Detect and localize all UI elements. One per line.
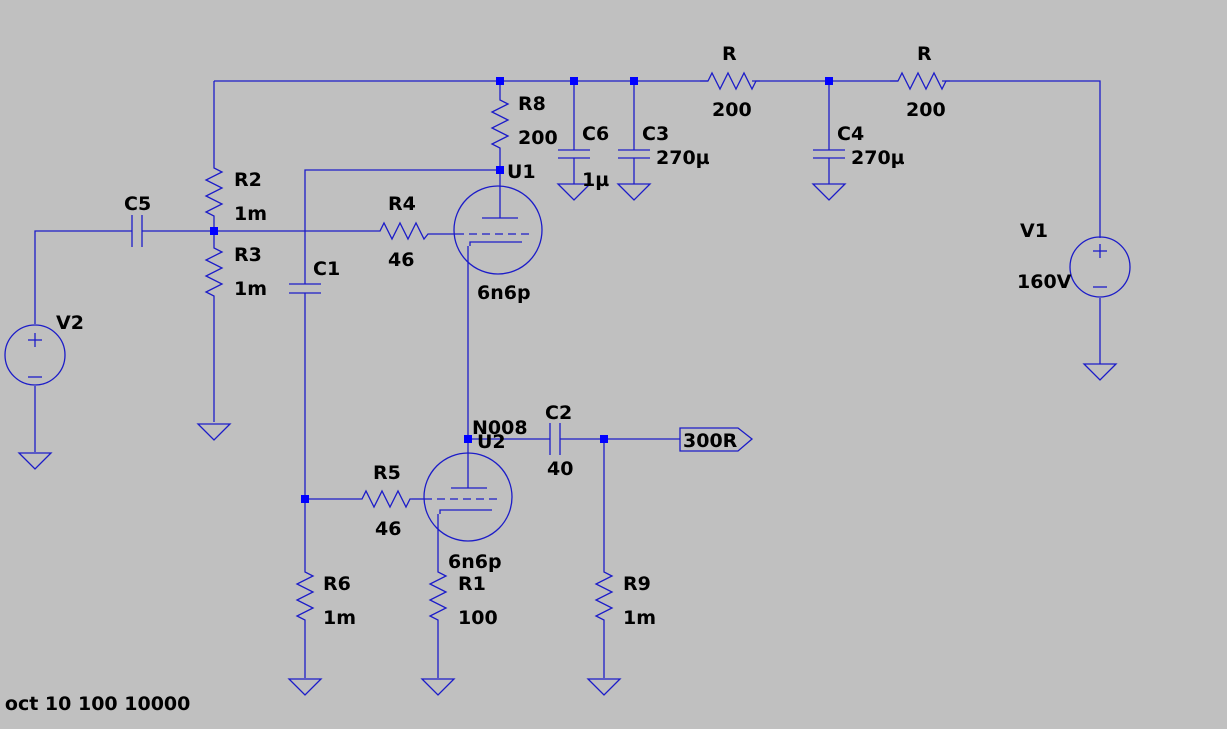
r3-resistor[interactable]: [204, 240, 224, 298]
c2-value-label: 40: [547, 458, 573, 480]
r9-resistor[interactable]: [594, 564, 614, 628]
c6-capacitor[interactable]: [558, 149, 590, 159]
n008-net-label: N008: [472, 417, 528, 439]
r5-value-label: 46: [375, 518, 401, 540]
v1-value-label: 160V: [1017, 271, 1072, 293]
r-right-value-label: 200: [906, 99, 946, 121]
spice-directive[interactable]: .ac oct 10 100 10000: [0, 693, 190, 715]
r8-resistor[interactable]: [490, 92, 510, 150]
ground-icon: [586, 678, 622, 696]
ground-icon: [616, 183, 652, 201]
r4-value-label: 46: [388, 249, 414, 271]
r4-ref-label: R4: [388, 193, 416, 215]
r1-ref-label: R1: [458, 573, 486, 595]
r4-resistor[interactable]: [373, 221, 430, 241]
v1-voltage-source[interactable]: [1069, 236, 1131, 298]
c5-ref-label: C5: [124, 193, 151, 215]
r5-ref-label: R5: [373, 462, 401, 484]
c3-capacitor[interactable]: [618, 149, 650, 159]
ground-icon: [556, 183, 592, 201]
c3-value-label: 270µ: [656, 147, 710, 169]
r1-resistor[interactable]: [428, 564, 448, 628]
v2-ref-label: V2: [56, 312, 84, 334]
ground-icon: [17, 452, 53, 470]
output-port-label: 300R: [683, 430, 738, 452]
r6-resistor[interactable]: [295, 564, 315, 628]
r9-ref-label: R9: [623, 573, 651, 595]
ground-icon: [1082, 363, 1118, 381]
v1-ref-label: V1: [1020, 220, 1048, 242]
output-port-flag[interactable]: [679, 427, 754, 452]
u2-value-label: 6n6p: [448, 551, 502, 573]
wires[interactable]: [34, 80, 1101, 678]
ground-symbols: [17, 183, 1118, 696]
r-top-left-resistor[interactable]: [700, 71, 760, 91]
c1-ref-label: C1: [313, 258, 340, 280]
u2-triode[interactable]: [423, 452, 513, 542]
r9-value-label: 1m: [623, 607, 656, 629]
c4-capacitor[interactable]: [813, 149, 845, 159]
u1-value-label: 6n6p: [477, 282, 531, 304]
c6-value-label: 1µ: [582, 169, 609, 191]
ground-icon: [811, 183, 847, 201]
r6-ref-label: R6: [323, 573, 351, 595]
r2-resistor[interactable]: [204, 160, 224, 224]
junction-dots: [210, 77, 833, 503]
c4-ref-label: C4: [837, 123, 864, 145]
c5-capacitor[interactable]: [131, 215, 143, 247]
r-top-right-resistor[interactable]: [890, 71, 950, 91]
r5-resistor[interactable]: [355, 489, 412, 509]
u2-ref-label: U2: [477, 431, 506, 453]
c6-ref-label: C6: [582, 123, 609, 145]
r3-value-label: 1m: [234, 278, 267, 300]
ground-icon: [287, 678, 323, 696]
r-left-ref-label: R: [722, 43, 737, 65]
r8-ref-label: R8: [518, 93, 546, 115]
r3-ref-label: R3: [234, 244, 262, 266]
r2-value-label: 1m: [234, 203, 267, 225]
ground-icon: [196, 423, 232, 441]
c4-value-label: 270µ: [851, 147, 905, 169]
c1-capacitor[interactable]: [289, 283, 321, 294]
v2-voltage-source[interactable]: [4, 324, 66, 386]
r-left-value-label: 200: [712, 99, 752, 121]
c3-ref-label: C3: [642, 123, 669, 145]
r2-ref-label: R2: [234, 169, 262, 191]
r-right-ref-label: R: [917, 43, 932, 65]
r8-value-label: 200: [518, 127, 558, 149]
c2-ref-label: C2: [545, 402, 572, 424]
u1-triode[interactable]: [453, 185, 543, 275]
r1-value-label: 100: [458, 607, 498, 629]
r6-value-label: 1m: [323, 607, 356, 629]
u1-ref-label: U1: [507, 161, 536, 183]
ground-icon: [420, 678, 456, 696]
c2-capacitor[interactable]: [549, 423, 561, 455]
